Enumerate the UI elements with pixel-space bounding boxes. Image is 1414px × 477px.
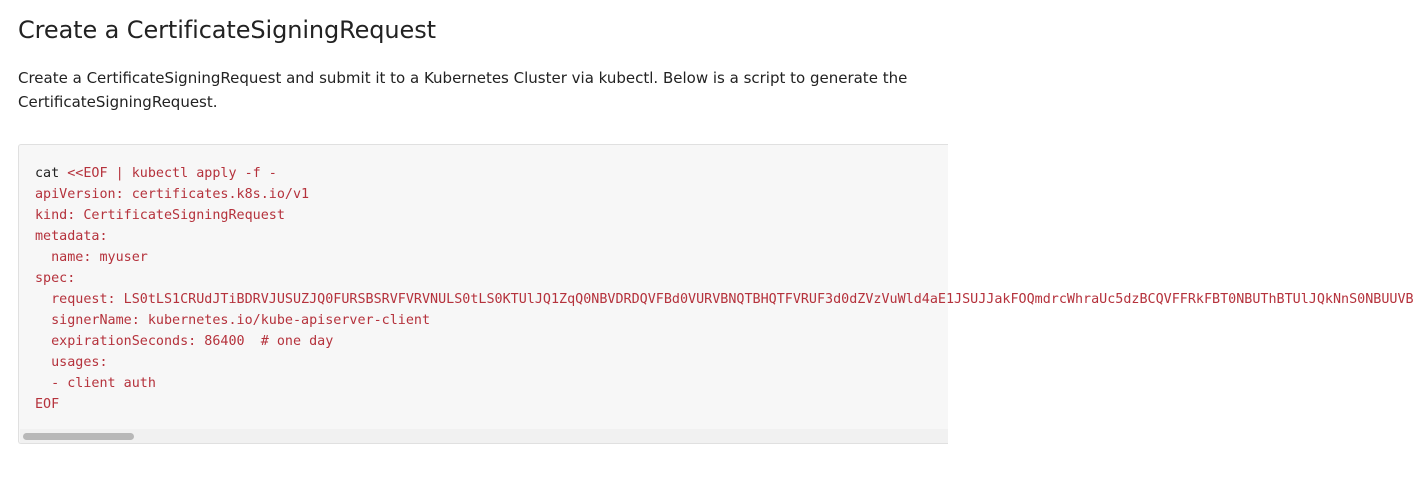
scrollbar-thumb[interactable] xyxy=(23,433,134,440)
page-heading: Create a CertificateSigningRequest xyxy=(18,16,436,44)
horizontal-scrollbar[interactable] xyxy=(20,429,948,443)
code-content[interactable]: cat <<EOF | kubectl apply -f - apiVersio… xyxy=(35,163,1414,415)
intro-paragraph: Create a CertificateSigningRequest and s… xyxy=(18,69,908,111)
code-heredoc: <<EOF | kubectl apply -f - xyxy=(59,166,277,181)
code-command: cat xyxy=(35,166,60,181)
code-body: apiVersion: certificates.k8s.io/v1 kind:… xyxy=(35,187,1414,412)
code-block[interactable]: cat <<EOF | kubectl apply -f - apiVersio… xyxy=(18,144,1414,444)
